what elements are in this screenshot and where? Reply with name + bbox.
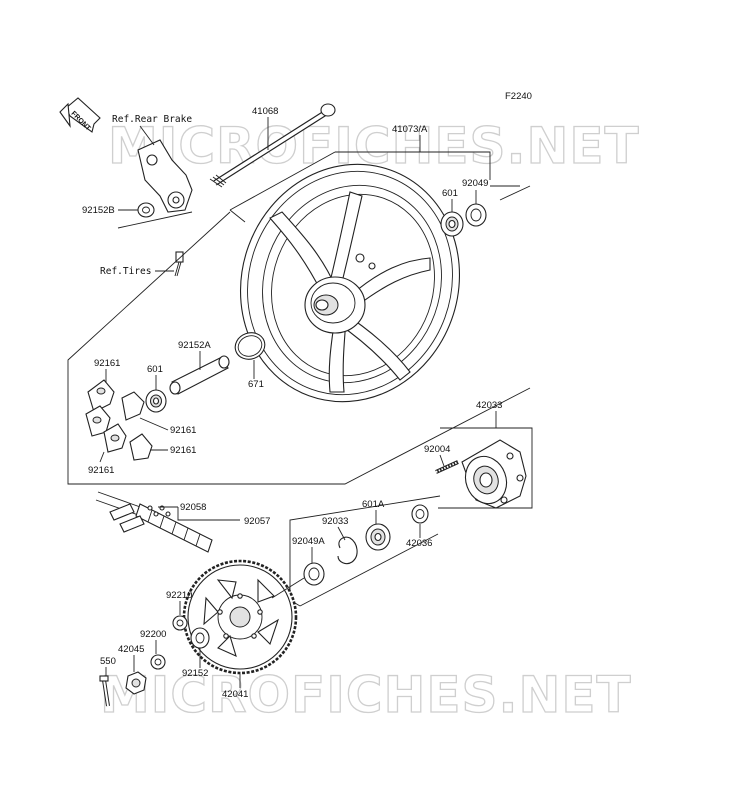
label-550: 550 [100, 656, 116, 667]
damper-92161-group [85, 379, 153, 461]
label-42041: 42041 [222, 689, 248, 700]
washer-92210 [172, 615, 188, 631]
bearing-601-top [440, 211, 464, 237]
bolt-550 [99, 675, 110, 707]
label-92049A: 92049A [292, 536, 325, 547]
stud-92004 [435, 460, 459, 474]
label-92161-a: 92161 [94, 358, 120, 369]
bearing-601A [365, 523, 391, 551]
label-92161-c: 92161 [170, 445, 196, 456]
collar-92152B [137, 202, 155, 218]
sprocket-42041 [182, 559, 298, 675]
label-92004: 92004 [424, 444, 450, 455]
bearing-601-left [145, 389, 167, 413]
label-92049: 92049 [462, 178, 488, 189]
collar-42036 [411, 504, 429, 524]
label-92200: 92200 [140, 629, 166, 640]
label-671: 671 [248, 379, 264, 390]
label-601-left: 601 [147, 364, 163, 375]
coupling-42033 [461, 439, 527, 509]
collar-92152 [190, 627, 210, 649]
o-ring-671 [234, 332, 266, 360]
seal-92049 [465, 203, 487, 227]
rear-brake-bracket [137, 139, 193, 213]
watermark-bottom: MICROFICHES.NET [100, 666, 632, 724]
label-92161-b: 92161 [170, 425, 196, 436]
master-link-92058 [109, 503, 171, 533]
label-41073A: 41073/A [392, 124, 428, 135]
label-92058: 92058 [180, 502, 206, 513]
drive-chain [95, 491, 213, 553]
circlip-92033 [337, 536, 358, 565]
rear-wheel [239, 163, 461, 403]
spacer-92152A [169, 355, 230, 395]
label-92152A: 92152A [178, 340, 211, 351]
label-42045: 42045 [118, 644, 144, 655]
nut-42045 [125, 671, 147, 695]
label-92033: 92033 [322, 516, 348, 527]
washer-92200 [150, 654, 166, 670]
label-601-top: 601 [442, 188, 458, 199]
axle-41068 [209, 103, 336, 188]
label-92161-d: 92161 [88, 465, 114, 476]
tire-valve [174, 251, 184, 277]
label-41068: 41068 [252, 106, 278, 117]
figure-code: F2240 [505, 91, 532, 102]
label-601A: 601A [362, 499, 385, 510]
label-92210: 92210 [166, 590, 192, 601]
label-92152B: 92152B [82, 205, 115, 216]
label-42033: 42033 [476, 400, 502, 411]
front-arrow-icon: FRONT [59, 97, 101, 133]
label-92057: 92057 [244, 516, 270, 527]
ref-rear-brake: Ref.Rear Brake [112, 114, 192, 125]
ref-tires: Ref.Tires [100, 266, 151, 277]
label-92152: 92152 [182, 668, 208, 679]
seal-92049A [303, 562, 325, 586]
